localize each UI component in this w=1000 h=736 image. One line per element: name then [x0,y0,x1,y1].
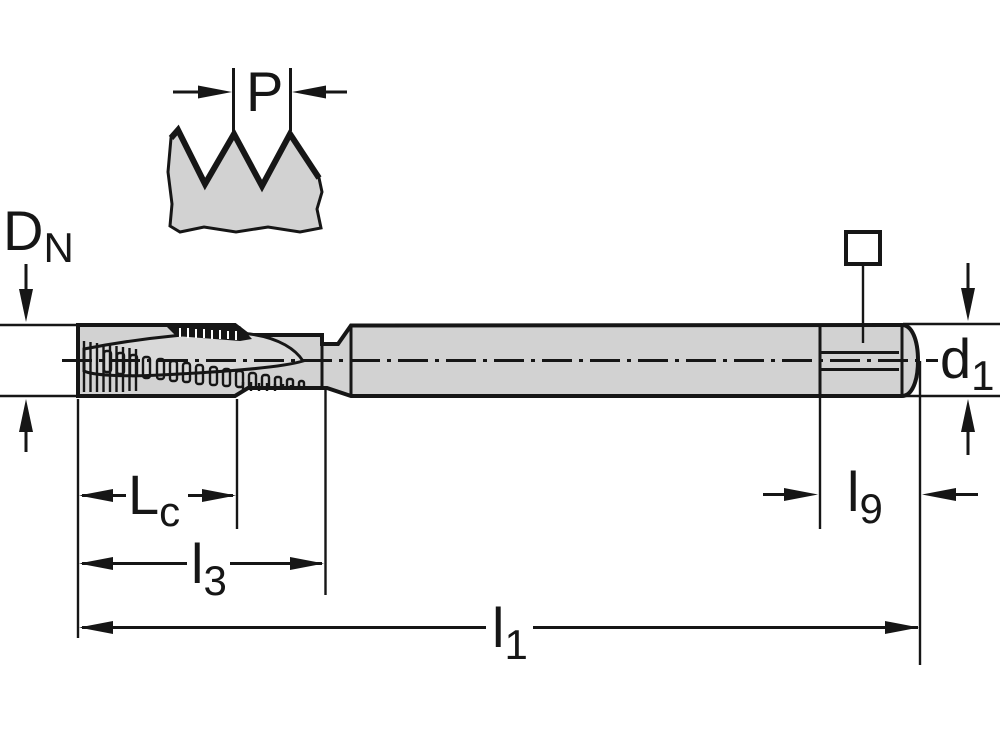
lc-arrowhead-left [79,489,113,502]
flute-top-band-ticks [179,328,237,340]
dn-dimension [0,264,78,452]
pitch-arrowhead-left [198,85,232,99]
lc-arrowhead-right [202,489,236,502]
l1-arrowhead-right [885,621,919,634]
label-nominal-diameter: DN [3,199,74,271]
label-thread-length: l3 [191,532,227,604]
l9-arrowhead-left [784,488,818,501]
pitch-dimension [173,85,347,99]
d1-arrowhead-top [961,288,975,321]
square-symbol [844,230,882,343]
l1-arrowhead-left [79,621,113,634]
pitch-arrowhead-right [292,85,326,99]
label-overall-length: l1 [492,596,528,668]
d1-arrowhead-bottom [961,399,975,432]
label-shank-diameter: d1 [940,327,995,399]
dn-arrowhead-bottom [19,399,33,432]
l9-arrowhead-right [922,488,956,501]
l3-arrowhead-right [290,557,324,570]
thread-profile-detail [166,68,324,234]
l3-arrowhead-left [79,557,113,570]
runout-bottom-ticks [241,382,309,391]
extension-lines [76,361,922,665]
l1-dimension [79,621,919,634]
label-pitch: P [246,60,284,123]
lc-dimension [79,489,236,502]
label-square-length: l9 [847,460,883,532]
l9-dimension [763,488,978,501]
dn-arrowhead-top [19,289,33,322]
tap-body [62,322,938,398]
thread-profile-crest-edge [168,124,322,193]
label-chamfer-length: Lc [128,463,181,535]
l3-dimension [79,557,324,570]
square-drive-symbol [844,230,882,266]
